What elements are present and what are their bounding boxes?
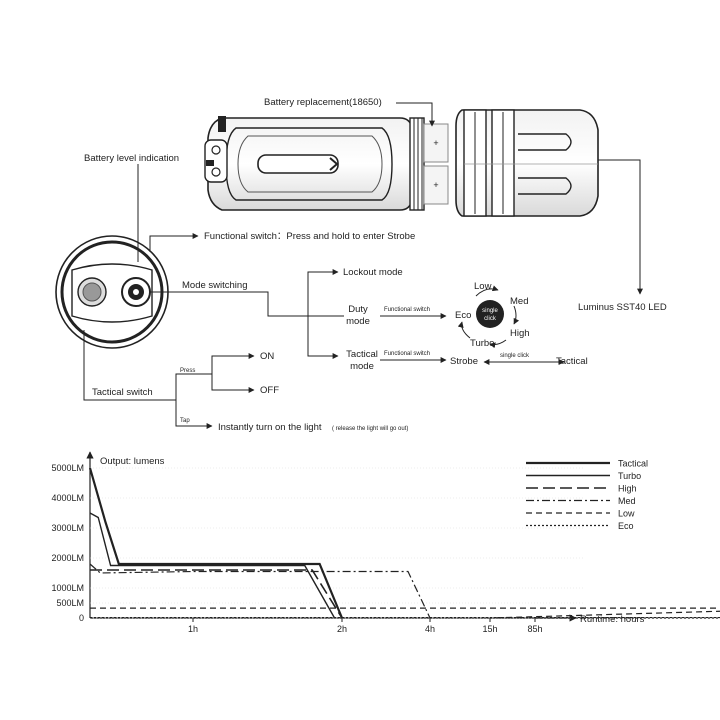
battery-level-label: Battery level indication	[84, 153, 179, 164]
y-axis-label: Output: lumens	[100, 456, 165, 467]
series-line-turbo	[89, 512, 336, 619]
press-label: Press	[180, 368, 195, 374]
off-label: OFF	[260, 385, 279, 396]
on-label: ON	[260, 351, 274, 362]
cycle-eco: Eco	[455, 310, 471, 321]
legend-label-tactical: Tactical	[618, 459, 648, 469]
cycle-center-line1: single	[482, 308, 498, 314]
y-tick-label: 4000LM	[51, 493, 84, 503]
legend-label-med: Med	[618, 496, 636, 506]
legend-label-high: High	[618, 484, 637, 494]
flashlight-tailcap-body	[204, 116, 425, 211]
functional-switch-label: Functional switch：Press and hold to ente…	[204, 231, 415, 242]
legend-label-turbo: Turbo	[618, 471, 641, 481]
flashlight-head	[455, 109, 599, 217]
x-tick-label: 4h	[425, 624, 435, 634]
x-tick-label: 85h	[527, 624, 542, 634]
cycle-high: High	[510, 328, 530, 339]
series-line-low	[90, 607, 720, 619]
legend-label-low: Low	[618, 509, 635, 519]
y-tick-label: 2000LM	[51, 553, 84, 563]
instant-on-note: ( release the light will go out)	[332, 426, 408, 432]
y-tick-label: 1000LM	[51, 583, 84, 593]
x-tick-label: 2h	[337, 624, 347, 634]
x-tick-label: 1h	[188, 624, 198, 634]
x-tick-label: 15h	[482, 624, 497, 634]
mode-cycle: single click Low Med High Turbo Eco	[455, 281, 530, 349]
instant-on-label: Instantly turn on the light	[218, 422, 322, 433]
y-tick-label: 5000LM	[51, 463, 84, 473]
series-line-high	[90, 569, 343, 619]
single-click-small: single click	[500, 353, 530, 359]
strobe-label: Strobe	[450, 356, 478, 367]
x-axis-label: Runtime: hours	[580, 614, 645, 625]
svg-text:+: +	[433, 180, 438, 190]
tactical-mode-line1: Tactical	[346, 349, 378, 360]
mode-switching-label: Mode switching	[182, 280, 247, 291]
series-line-tactical	[88, 467, 344, 619]
functional-switch-small-2: Functional switch	[384, 351, 430, 357]
tactical-mode-line2: mode	[350, 361, 374, 372]
cycle-center-line2: click	[484, 316, 497, 322]
led-label: Luminus SST40 LED	[578, 302, 667, 313]
y-tick-label: 500LM	[56, 598, 84, 608]
cycle-turbo: Turbo	[470, 338, 494, 349]
duty-mode-line1: Duty	[348, 304, 368, 315]
svg-text:+: +	[433, 138, 438, 148]
lockout-mode-label: Lockout mode	[343, 267, 403, 278]
duty-mode-line2: mode	[346, 316, 370, 327]
legend-label-eco: Eco	[618, 521, 634, 531]
battery-cells: + +	[423, 123, 449, 205]
tactical-switch-label: Tactical switch	[92, 387, 153, 398]
tactical-label: Tactical	[556, 356, 588, 367]
series-line-med	[89, 563, 431, 619]
diagram-labels: Battery replacement(18650) Battery level…	[84, 97, 667, 433]
tap-label: Tap	[180, 418, 190, 424]
tailcap-front-view	[55, 235, 169, 349]
cycle-med: Med	[510, 296, 528, 307]
functional-switch-small-1: Functional switch	[384, 307, 430, 313]
y-tick-label: 3000LM	[51, 523, 84, 533]
cycle-low: Low	[474, 281, 492, 292]
callout-lines	[83, 102, 643, 429]
battery-replacement-label: Battery replacement(18650)	[264, 97, 382, 108]
y-tick-label: 0	[79, 613, 84, 623]
